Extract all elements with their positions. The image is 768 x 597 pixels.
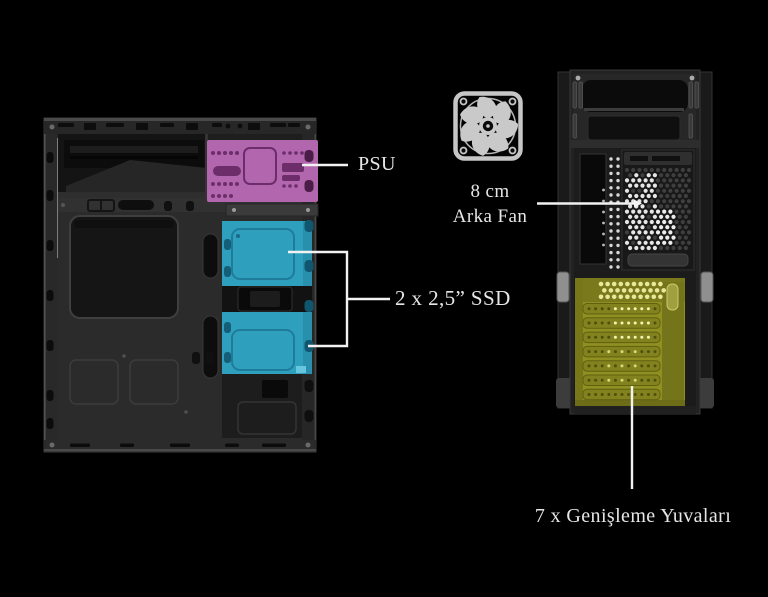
top-rail-vents bbox=[58, 123, 300, 130]
rear-fan-label-line1: 8 cm bbox=[470, 181, 510, 202]
rear-fan-label: 8 cm Arka Fan bbox=[436, 179, 544, 229]
rear-fan-callout-arrow bbox=[634, 199, 642, 208]
ssd-mount-upper-highlight bbox=[222, 221, 312, 286]
front-rail-clips bbox=[46, 152, 54, 429]
fan-icon bbox=[453, 91, 523, 161]
rear-fan-label-line2: Arka Fan bbox=[452, 206, 528, 227]
case-rear-view bbox=[556, 69, 714, 415]
io-shield-vent-dots bbox=[602, 157, 620, 269]
ssd-label: 2 x 2,5” SSD bbox=[395, 286, 511, 310]
psu-bay-highlight bbox=[207, 140, 319, 217]
hdd-bay-gap bbox=[222, 286, 312, 312]
callout-lines bbox=[288, 163, 642, 489]
expansion-slots-highlight bbox=[575, 278, 685, 406]
side-rail-hooks bbox=[304, 150, 314, 422]
ssd-callout-bracket bbox=[288, 250, 390, 348]
psu-label: PSU bbox=[358, 153, 396, 175]
bottom-rail-vents bbox=[70, 443, 286, 447]
expansion-slots-label: 7 x Genişleme Yuvaları bbox=[534, 505, 732, 527]
ssd-mount-lower-highlight bbox=[222, 312, 312, 374]
rear-fan-grille bbox=[624, 167, 692, 251]
